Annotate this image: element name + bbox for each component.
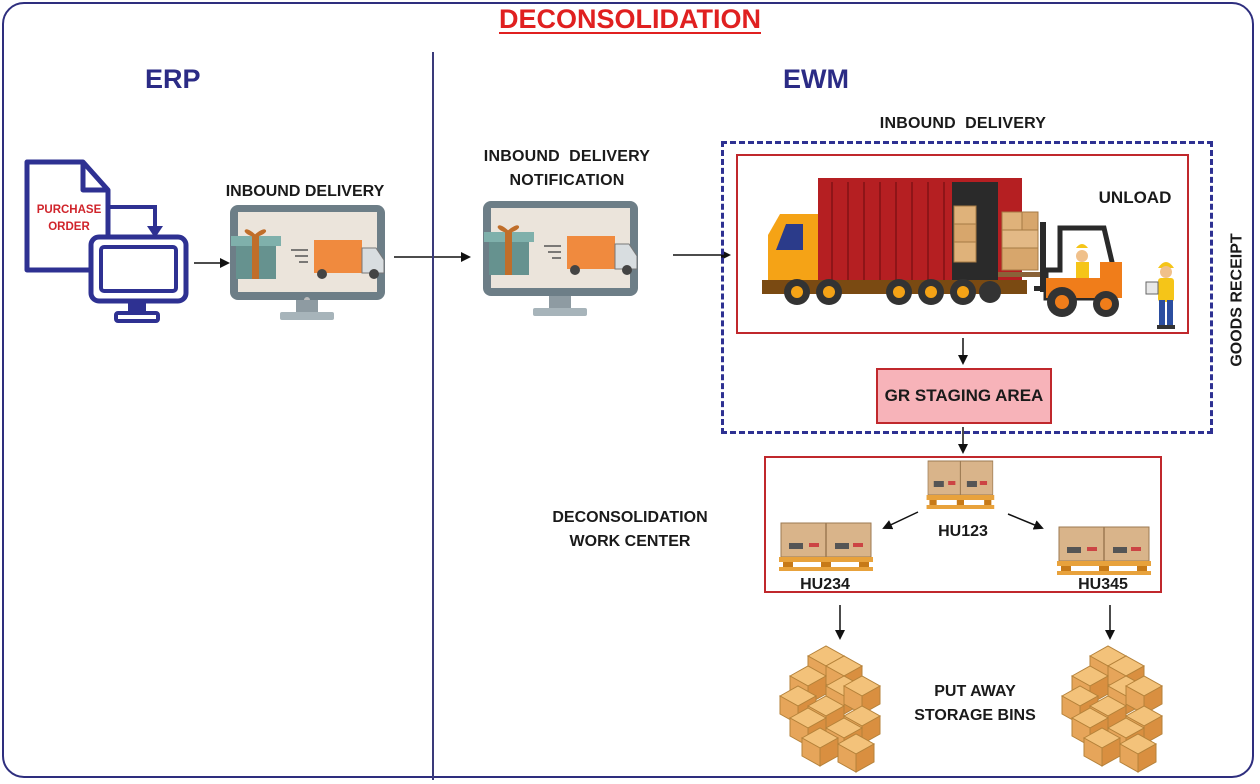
- hu-label-3: HU345: [1078, 576, 1128, 593]
- worker-icon: [1145, 262, 1175, 329]
- inbound-delivery-ewm-label: INBOUND DELIVERY: [879, 115, 1047, 132]
- section-divider: [432, 52, 434, 780]
- erp-heading: ERP: [145, 64, 201, 94]
- monitor-delivery-icon: [483, 201, 638, 316]
- purchase-order-line1: PURCHASE: [36, 204, 102, 216]
- gr-staging-area: GR STAGING AREA: [876, 368, 1052, 424]
- unload-label: UNLOAD: [1098, 188, 1172, 207]
- work-center-line2: WORK CENTER: [569, 533, 691, 550]
- work-center-line1: DECONSOLIDATION: [552, 509, 708, 526]
- goods-receipt-text: GOODS RECEIPT: [1229, 233, 1247, 367]
- inbound-delivery-notification-label: INBOUND DELIVERY NOTIFICATION: [460, 145, 674, 193]
- document-icon: [24, 159, 111, 273]
- put-away-line2: STORAGE BINS: [914, 707, 1036, 724]
- inbound-delivery-erp-label: INBOUND DELIVERY: [225, 183, 385, 200]
- unload-box: [736, 154, 1189, 334]
- notification-line2: NOTIFICATION: [509, 172, 625, 189]
- page-title-text: DECONSOLIDATION: [499, 4, 761, 34]
- truck-icon: [762, 178, 1042, 305]
- hu-label-1: HU123: [938, 523, 988, 540]
- deconsolidation-work-center-box: [764, 456, 1162, 593]
- notification-line1: INBOUND DELIVERY: [483, 148, 651, 165]
- forklift-icon: [1034, 222, 1122, 317]
- purchase-order-line2: ORDER: [48, 221, 90, 233]
- purchase-order-label: PURCHASE ORDER: [30, 202, 108, 236]
- page-title: DECONSOLIDATION: [0, 4, 1260, 35]
- work-center-label: DECONSOLIDATION WORK CENTER: [532, 506, 728, 554]
- inbound-delivery-box: [721, 141, 1213, 434]
- put-away-line1: PUT AWAY: [934, 683, 1016, 700]
- hu-label-2: HU234: [800, 576, 850, 593]
- computer-icon: [88, 234, 189, 323]
- ewm-heading: EWM: [783, 64, 849, 94]
- put-away-label: PUT AWAY STORAGE BINS: [895, 680, 1055, 728]
- goods-receipt-label: GOODS RECEIPT: [1227, 225, 1249, 375]
- monitor-delivery-icon: [230, 205, 385, 320]
